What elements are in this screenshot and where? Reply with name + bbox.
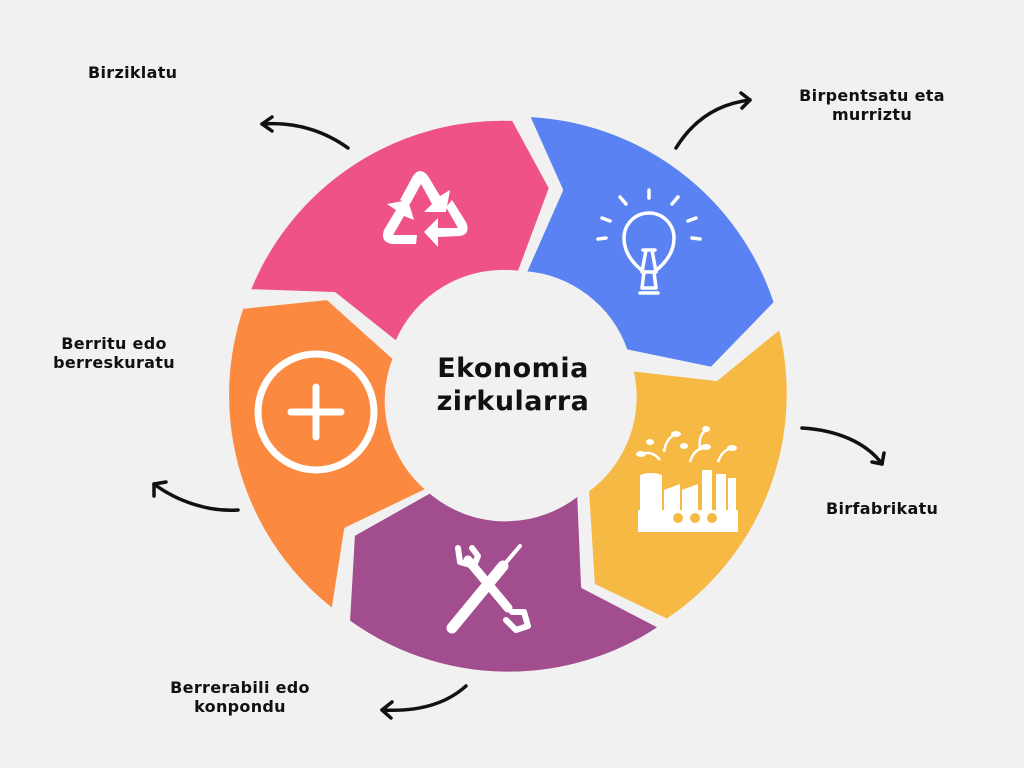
diagram-title-line1: Ekonomia [437, 353, 589, 384]
label-line2: murriztu [831, 105, 913, 124]
arrow-berritu [152, 482, 240, 512]
label-line1: Birpentsatu eta [799, 86, 945, 105]
segment-rethink [520, 111, 780, 373]
segment-ring [223, 111, 793, 678]
arrows [152, 91, 886, 720]
lightbulb-icon [596, 188, 702, 295]
arrow-berrerabili [380, 684, 468, 713]
segment-reuse [344, 487, 666, 678]
arrow-birpentsatu [674, 98, 752, 150]
label-birziklatu: Birziklatu [88, 63, 177, 82]
segment-remanufacture [583, 322, 793, 625]
recycle-icon [383, 171, 468, 247]
label-birfabrikatu: Birfabrikatu [826, 499, 938, 518]
label-line2: konpondu [194, 697, 286, 716]
arrow-birfabrikatu [800, 426, 884, 466]
label-line1: Birziklatu [88, 63, 178, 82]
label-line1: Birfabrikatu [826, 499, 939, 518]
segment-recycle [244, 114, 555, 348]
plus-circle-icon [254, 350, 378, 474]
label-line1: Berrerabili edo [170, 678, 310, 697]
label-berrerabili: Berrerabili edo konpondu [150, 678, 330, 716]
tools-icon [446, 544, 531, 634]
label-line2: berreskuratu [53, 353, 175, 372]
diagram-title-line2: zirkularra [436, 386, 590, 417]
label-birpentsatu: Birpentsatu eta murriztu [784, 86, 960, 124]
arrow-birziklatu [260, 121, 350, 150]
segment-refurbish [223, 294, 433, 616]
diagram-title: Ekonomia zirkularra [398, 352, 628, 418]
label-berritu: Berritu edo berreskuratu [30, 334, 198, 372]
label-line1: Berritu edo [61, 334, 167, 353]
factory-icon [636, 426, 738, 532]
